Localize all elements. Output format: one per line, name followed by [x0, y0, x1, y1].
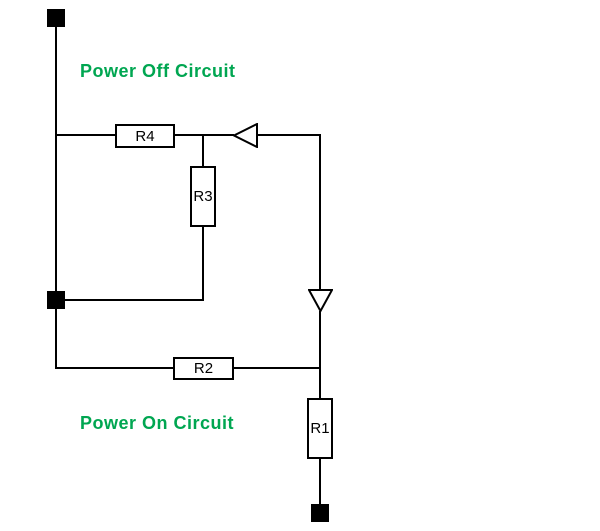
resistor-r4: R4 [115, 124, 175, 148]
power-on-title: Power On Circuit [80, 413, 235, 433]
wire-arrow-base-right [257, 134, 321, 136]
wire-r4-to-arrow-tip [174, 134, 234, 136]
resistor-label: R1 [310, 420, 330, 437]
resistor-label: R3 [193, 188, 213, 205]
wire-rail-to-r2 [55, 367, 175, 369]
resistor-label: R4 [135, 127, 155, 145]
terminal-top-left [47, 9, 65, 27]
wire-r2-to-vertical-rail [233, 367, 321, 369]
terminal-bottom-center [311, 504, 329, 522]
terminal-mid-left [47, 291, 65, 309]
power-off-title: Power Off Circuit [80, 61, 236, 81]
arrow-left-icon [231, 122, 258, 149]
wire-arrow-tip-to-r1 [319, 311, 321, 399]
wire-left-rail [55, 27, 57, 369]
wire-r1-to-bottom-terminal [319, 458, 321, 506]
wire-r3-branch-to-mid-terminal [64, 299, 204, 301]
wire-down-to-arrow-top [319, 136, 321, 290]
wire-rail-to-r4 [56, 134, 116, 136]
resistor-label: R2 [193, 360, 214, 377]
wire-r3-bottom-down [202, 226, 204, 301]
arrow-down-icon [307, 289, 334, 314]
wire-junction-to-r3-top [202, 136, 204, 167]
resistor-r1: R1 [307, 398, 333, 459]
resistor-r2: R2 [173, 357, 234, 380]
resistor-r3: R3 [190, 166, 216, 227]
